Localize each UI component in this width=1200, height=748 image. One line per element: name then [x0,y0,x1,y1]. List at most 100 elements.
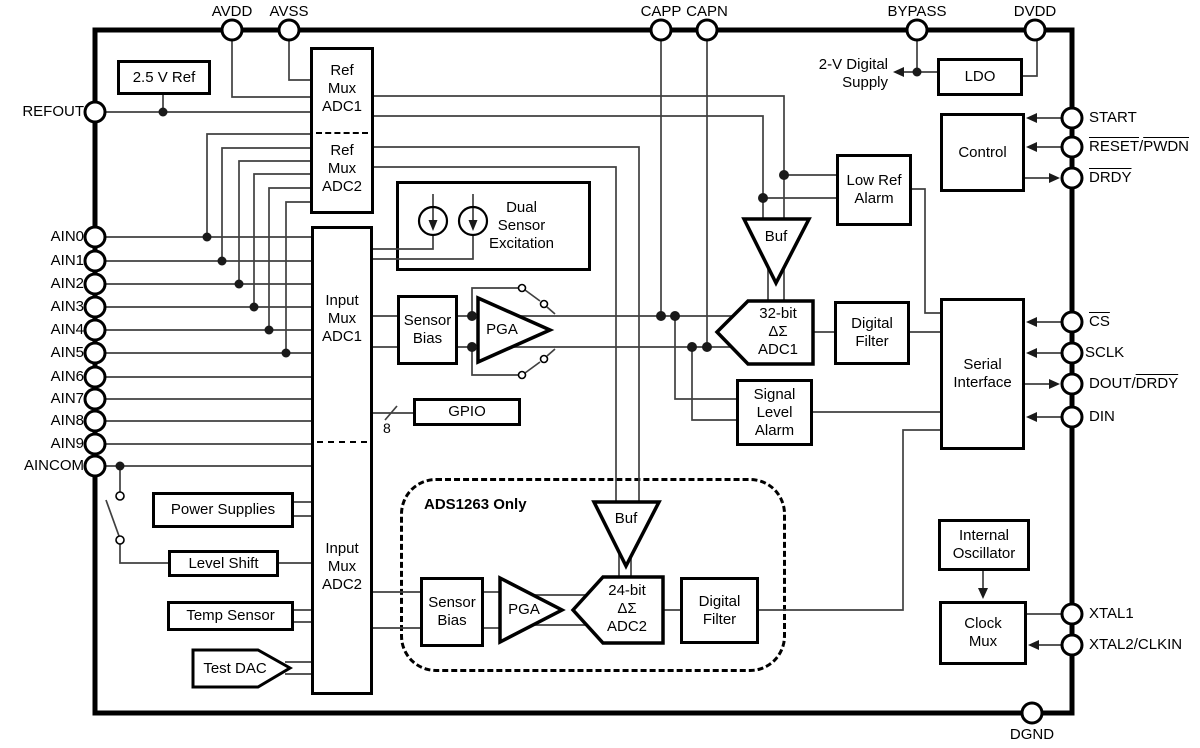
block-ldo: LDO [937,58,1023,96]
pin-ain0 [83,225,107,249]
buf2-triangle [591,500,662,570]
test-dac-label: Test DAC [203,660,267,677]
pin-ain8 [83,409,107,433]
pin-label-avdd: AVDD [211,3,253,20]
input-mux-divider [317,441,367,443]
pin-label-refout: REFOUT [22,103,84,120]
block-digital-filter-2: Digital Filter [680,577,759,644]
block-internal-oscillator: Internal Oscillator [938,519,1030,571]
pin-xtal1 [1060,602,1084,626]
buf1-label: Buf [764,228,788,245]
gpio-bus-width-label: 8 [383,420,391,436]
pin-dvdd [1023,18,1047,42]
block-power-supplies: Power Supplies [152,492,294,528]
block-gpio: GPIO [413,398,521,426]
pwdn-part: PWDN [1143,138,1190,155]
pga1-label: PGA [486,321,518,338]
pin-label-capp: CAPP [640,3,682,20]
pin-ain7 [83,387,107,411]
junction-dots [115,67,922,471]
adc2-label: 24-bit ΔΣ ADC2 [606,582,647,635]
block-ref-mux-adc1-label: Ref Mux ADC1 [321,62,362,115]
current-source-icon [457,205,489,237]
pin-label-cs: CS [1089,313,1110,331]
adc2-pentagon [570,575,665,645]
pin-label-sclk: SCLK [1085,344,1125,361]
pin-dout-drdy [1060,372,1084,396]
pin-din [1060,405,1084,429]
pin-avss [277,18,301,42]
ads1263-only-label: ADS1263 Only [424,496,527,513]
pin-xtal2-clkin [1060,633,1084,657]
arrowheads [893,67,1060,650]
pin-label-din: DIN [1089,408,1115,425]
dout-part: DOUT/ [1089,375,1136,392]
adc1-pentagon [714,299,815,366]
pin-label-ain3: AIN3 [50,298,84,315]
pin-refout [83,100,107,124]
block-ref-mux: Ref Mux ADC1 Ref Mux ADC2 [310,47,374,214]
pin-label-ain7: AIN7 [50,390,84,407]
pin-ain5 [83,341,107,365]
pin-label-ain8: AIN8 [50,412,84,429]
pin-label-ain0: AIN0 [50,228,84,245]
pin-label-dvdd: DVDD [1013,3,1057,20]
test-dac-pentagon [191,648,293,689]
pin-ain6 [83,365,107,389]
buf1-triangle [741,217,812,287]
block-serial-interface: Serial Interface [940,298,1025,450]
pin-aincom [83,454,107,478]
block-input-mux-adc2-label: Input Mux ADC2 [321,540,362,593]
pin-label-capn: CAPN [686,3,728,20]
reset-sep: / [1139,138,1144,155]
pin-label-drdy: DRDY [1089,169,1132,187]
pin-label-dout-drdy: DOUT/DRDY [1089,375,1178,393]
shapes [191,217,815,689]
block-sensor-bias-1: Sensor Bias [397,295,458,365]
pin-start [1060,106,1084,130]
pin-cs [1060,310,1084,334]
digital-supply-label: 2-V Digital Supply [818,56,888,91]
ref-mux-divider [316,132,368,134]
block-input-mux: Input Mux ADC1 Input Mux ADC2 [311,226,373,695]
block-control: Control [940,113,1025,192]
block-signal-level-alarm: Signal Level Alarm [736,379,813,446]
block-input-mux-adc1-label: Input Mux ADC1 [321,292,362,345]
pin-label-reset-pwdn: RESET/PWDN [1089,138,1189,156]
pin-dgnd [1020,701,1044,725]
current-source-icons [417,205,489,237]
pin-label-xtal2-clkin: XTAL2/CLKIN [1089,636,1183,653]
pin-ain9 [83,432,107,456]
block-ref-mux-adc2-label: Ref Mux ADC2 [321,142,362,195]
pin-ain3 [83,295,107,319]
pin-ain2 [83,272,107,296]
reset-part: RESET [1089,138,1140,155]
dual-sensor-excitation-label: Dual Sensor Excitation [488,199,555,252]
block-temp-sensor: Temp Sensor [167,601,294,631]
block-digital-filter-1: Digital Filter [834,301,910,365]
pin-sclk [1060,341,1084,365]
pin-label-ain6: AIN6 [50,368,84,385]
buf2-label: Buf [614,510,638,527]
block-level-shift: Level Shift [168,550,279,577]
pin-ain4 [83,318,107,342]
pin-label-ain2: AIN2 [50,275,84,292]
pin-label-xtal1: XTAL1 [1089,605,1134,622]
pin-label-bypass: BYPASS [887,3,947,20]
pin-avdd [220,18,244,42]
current-source-arrows [428,220,478,231]
pin-label-ain5: AIN5 [50,344,84,361]
pin-label-aincom: AINCOM [24,457,84,474]
pin-label-dgnd: DGND [1009,726,1055,743]
pin-bypass [905,18,929,42]
block-dual-sensor-excitation: Dual Sensor Excitation [396,181,591,271]
cs-text: CS [1089,313,1110,330]
ads1263-only-group [400,478,786,672]
pin-label-ain4: AIN4 [50,321,84,338]
block-sensor-bias-2: Sensor Bias [420,577,484,647]
block-low-ref-alarm: Low Ref Alarm [836,154,912,226]
pin-ain1 [83,249,107,273]
pin-label-start: START [1089,109,1137,126]
